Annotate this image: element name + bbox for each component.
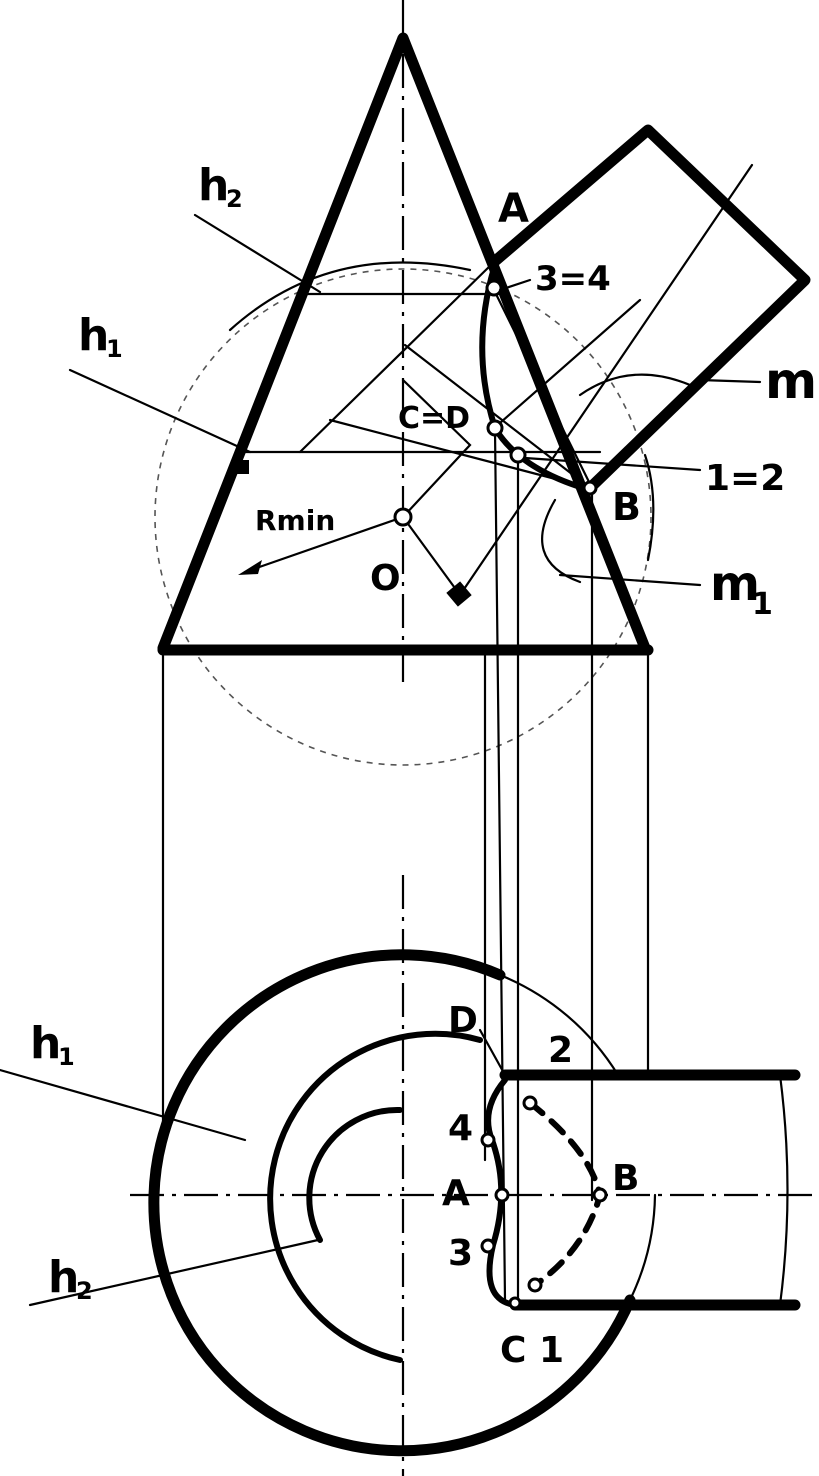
cylinder-break-line bbox=[778, 1073, 789, 1307]
helper-line-3 bbox=[492, 288, 594, 490]
point-2-top bbox=[522, 1095, 538, 1111]
leader-h1-bot bbox=[0, 1068, 247, 1142]
label-3: 3 bbox=[448, 1233, 473, 1274]
point-cd-front bbox=[486, 419, 504, 437]
point-a-front bbox=[485, 279, 503, 297]
cone-base-circle bbox=[148, 949, 636, 1457]
leader-12 bbox=[523, 456, 702, 472]
point-3-top bbox=[480, 1238, 496, 1254]
point-b-top bbox=[592, 1187, 608, 1203]
cylinder-outline bbox=[488, 124, 811, 494]
cylinder-generator-2 bbox=[490, 298, 642, 432]
label-h1-bot-sub: 1 bbox=[58, 1043, 75, 1071]
b-bracket bbox=[643, 453, 655, 562]
label-h2-top-sub: 2 bbox=[226, 185, 243, 213]
label-o: O bbox=[370, 558, 401, 599]
projection-line-cd bbox=[493, 428, 507, 1302]
rmin-tangent-marker bbox=[235, 460, 249, 474]
point-1-top bbox=[527, 1277, 543, 1293]
axis-end-marker bbox=[446, 581, 472, 607]
point-a-top bbox=[494, 1187, 510, 1203]
label-cd: C=D bbox=[398, 401, 470, 436]
sphere-arc-m1 bbox=[541, 498, 582, 584]
leader-m1 bbox=[558, 573, 702, 587]
label-12: 1=2 bbox=[705, 458, 785, 499]
point-o bbox=[393, 507, 413, 527]
point-c-top bbox=[508, 1296, 522, 1310]
label-d-bot: D bbox=[448, 1000, 478, 1041]
helper-line-2 bbox=[403, 343, 592, 490]
label-h1-top: h bbox=[78, 310, 109, 361]
leader-h1-top bbox=[68, 368, 252, 454]
label-4: 4 bbox=[448, 1108, 473, 1149]
label-m1: m bbox=[710, 556, 760, 612]
cone-base-circle-right bbox=[498, 973, 620, 1077]
rmin-radius-line bbox=[243, 515, 405, 574]
perpendicular-o bbox=[401, 378, 472, 597]
labels: h 2 h 1 A 3=4 m C=D 1=2 B Rmin O m 1 D 2… bbox=[30, 160, 817, 1371]
label-b-top: B bbox=[612, 485, 641, 529]
label-2: 2 bbox=[548, 1030, 573, 1071]
leader-h2-bot bbox=[28, 1238, 320, 1307]
label-h2-top: h bbox=[198, 160, 229, 211]
top-view bbox=[0, 875, 819, 1476]
leader-m bbox=[698, 378, 762, 384]
cone-outline bbox=[157, 32, 651, 654]
label-a-top: A bbox=[498, 186, 529, 232]
label-34: 3=4 bbox=[535, 259, 611, 299]
label-b-bot: B bbox=[612, 1158, 639, 1199]
leader-h2-top bbox=[193, 213, 322, 294]
point-b-front bbox=[582, 480, 598, 496]
label-a-bot: A bbox=[442, 1173, 470, 1214]
label-m1-sub: 1 bbox=[752, 587, 773, 622]
point-4-top bbox=[480, 1132, 496, 1148]
section-h2-circle bbox=[306, 1106, 403, 1243]
label-h2-bot: h bbox=[48, 1252, 79, 1303]
front-view bbox=[68, 0, 811, 1302]
label-rmin: Rmin bbox=[255, 504, 335, 537]
section-h1-circle bbox=[267, 1030, 483, 1363]
rmin-arrow-head bbox=[238, 560, 262, 575]
leader-d-bot bbox=[478, 1028, 507, 1077]
label-c1: C 1 bbox=[500, 1330, 564, 1371]
auxiliary-sphere-rmin bbox=[154, 268, 652, 766]
label-h1-top-sub: 1 bbox=[106, 335, 123, 363]
label-h1-bot: h bbox=[30, 1018, 61, 1069]
leader-34 bbox=[498, 278, 532, 292]
label-m: m bbox=[765, 352, 817, 410]
sphere-arc-h2 bbox=[228, 261, 472, 332]
label-h2-bot-sub: 2 bbox=[76, 1277, 93, 1305]
sphere-arc-m bbox=[578, 373, 692, 397]
point-12-front bbox=[509, 446, 527, 464]
cone-base-circle-lower bbox=[628, 1193, 657, 1302]
